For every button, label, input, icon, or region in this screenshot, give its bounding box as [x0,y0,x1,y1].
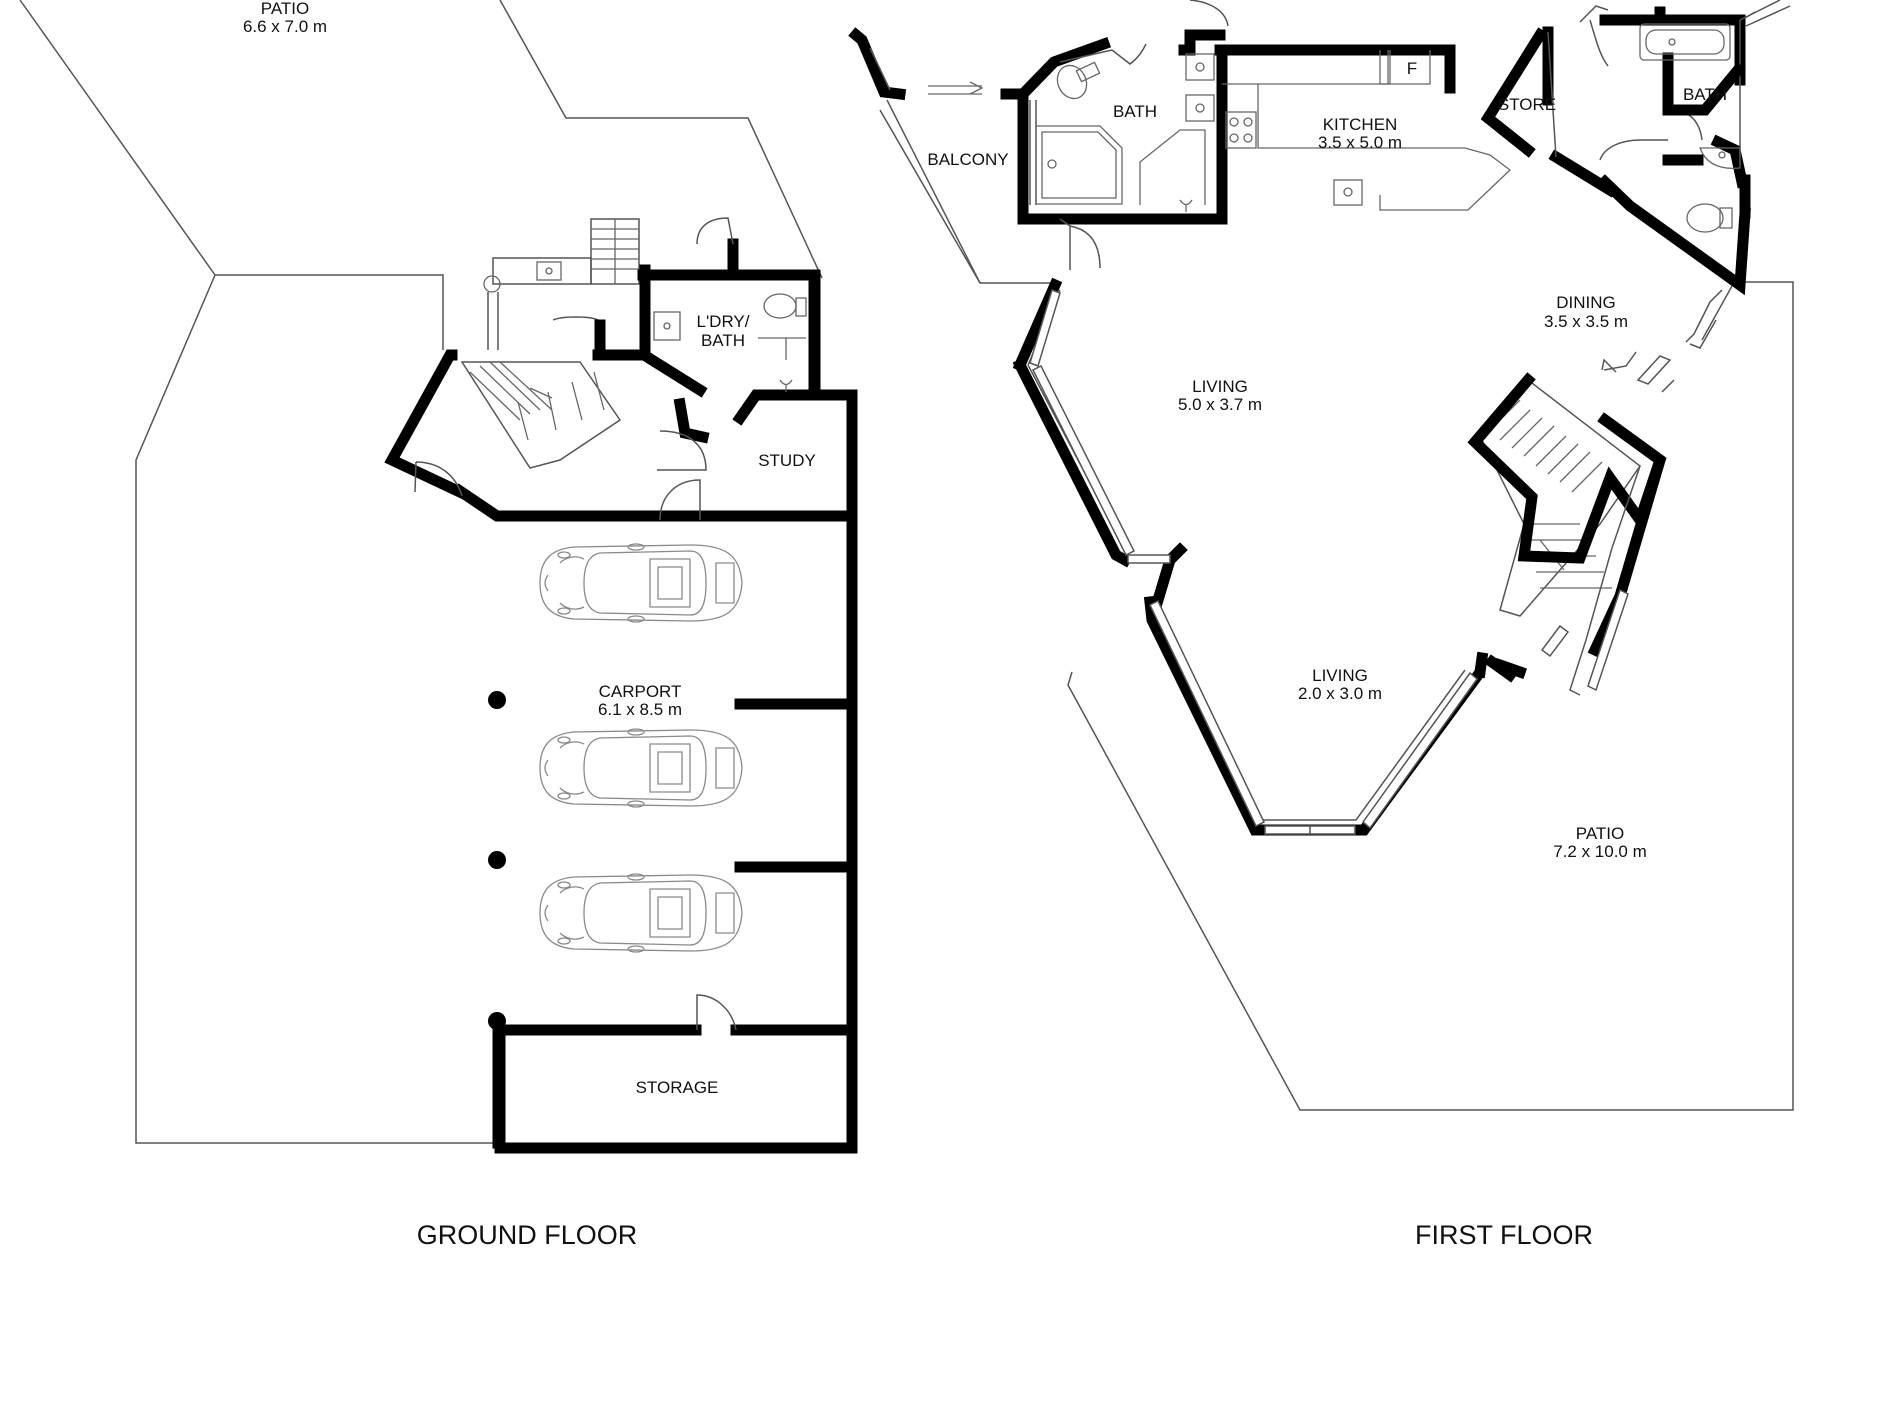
dining-label: DINING [1556,293,1616,312]
stair-icon [1481,378,1642,617]
stair-icon [460,361,622,469]
toilet-icon [763,293,807,319]
column-icon [488,1012,506,1030]
carport-size: 6.1 x 8.5 m [598,700,682,719]
living-wall [1012,277,1518,836]
kitchen-label: KITCHEN [1323,115,1398,134]
ground-patio-label: PATIO [261,0,310,18]
balcony-wall [848,27,907,101]
ground-site-line [215,274,444,350]
ground-entry-wall [384,349,858,522]
balcony-label: BALCONY [927,150,1008,169]
first-patio-label: PATIO [1576,824,1625,843]
shower-icon [1179,199,1193,212]
study-label: STUDY [758,451,816,470]
laundry-label-1: L'DRY/ [696,312,749,331]
toilet-icon [1686,203,1733,233]
toilet-icon [1056,61,1101,100]
door-swing-icon [1189,0,1229,27]
sink-icon [653,311,681,341]
stair-icon [590,218,640,285]
dining-size: 3.5 x 3.5 m [1544,312,1628,331]
sink-icon [1333,179,1363,206]
bathtub-icon [1639,23,1731,61]
sink-icon [1699,147,1741,170]
first-patio-size: 7.2 x 10.0 m [1553,842,1647,861]
sink-icon [1185,53,1215,122]
door-swing-icon [696,217,734,245]
bath-kitchen-wall [1000,29,1456,225]
bath1-label: BATH [1113,102,1157,121]
sink-icon [536,261,562,281]
laundry-label-2: BATH [701,331,745,350]
living1-size: 5.0 x 3.7 m [1178,395,1262,414]
bathtub-icon [1035,125,1123,205]
door-swing-icon [657,430,707,471]
carport-label: CARPORT [599,682,682,701]
first-floor-title: FIRST FLOOR [1415,1220,1593,1250]
bath2-label: BATH [1683,85,1727,104]
door-swing-icon [1599,139,1668,161]
newel-post-icon [483,275,501,293]
ground-patio-size: 6.6 x 7.0 m [243,17,327,36]
cooktop-icon [1225,111,1257,149]
ground-floor: PATIO 6.6 x 7.0 m L'DRY/ BATH STUDY CARP… [19,0,858,1250]
living2-size: 2.0 x 3.0 m [1298,684,1382,703]
living1-label: LIVING [1192,377,1248,396]
car-icon [539,873,743,953]
column-icon [488,691,506,709]
living2-label: LIVING [1312,666,1368,685]
storage-label: STORAGE [636,1078,719,1097]
kitchen-size: 3.5 x 5.0 m [1318,133,1402,152]
column-icon [488,851,506,869]
store-label: STORE [1498,95,1556,114]
fridge-label: F [1407,59,1417,78]
door-swing-icon [1111,43,1147,65]
car-icon [539,543,743,623]
car-icon [539,728,743,808]
store-bath2-wall [1480,6,1751,296]
first-site-line [879,109,1794,1111]
door-swing-icon [414,461,463,497]
door-swing-icon [696,994,737,1031]
ground-floor-title: GROUND FLOOR [417,1220,638,1250]
first-floor: BALCONY BATH KITCHEN 3.5 x 5.0 m F STORE… [848,0,1794,1250]
door-swing-icon [659,479,701,521]
stair-wall [1467,372,1667,564]
ground-patio-outline [19,0,823,1144]
shower-icon [779,379,793,392]
